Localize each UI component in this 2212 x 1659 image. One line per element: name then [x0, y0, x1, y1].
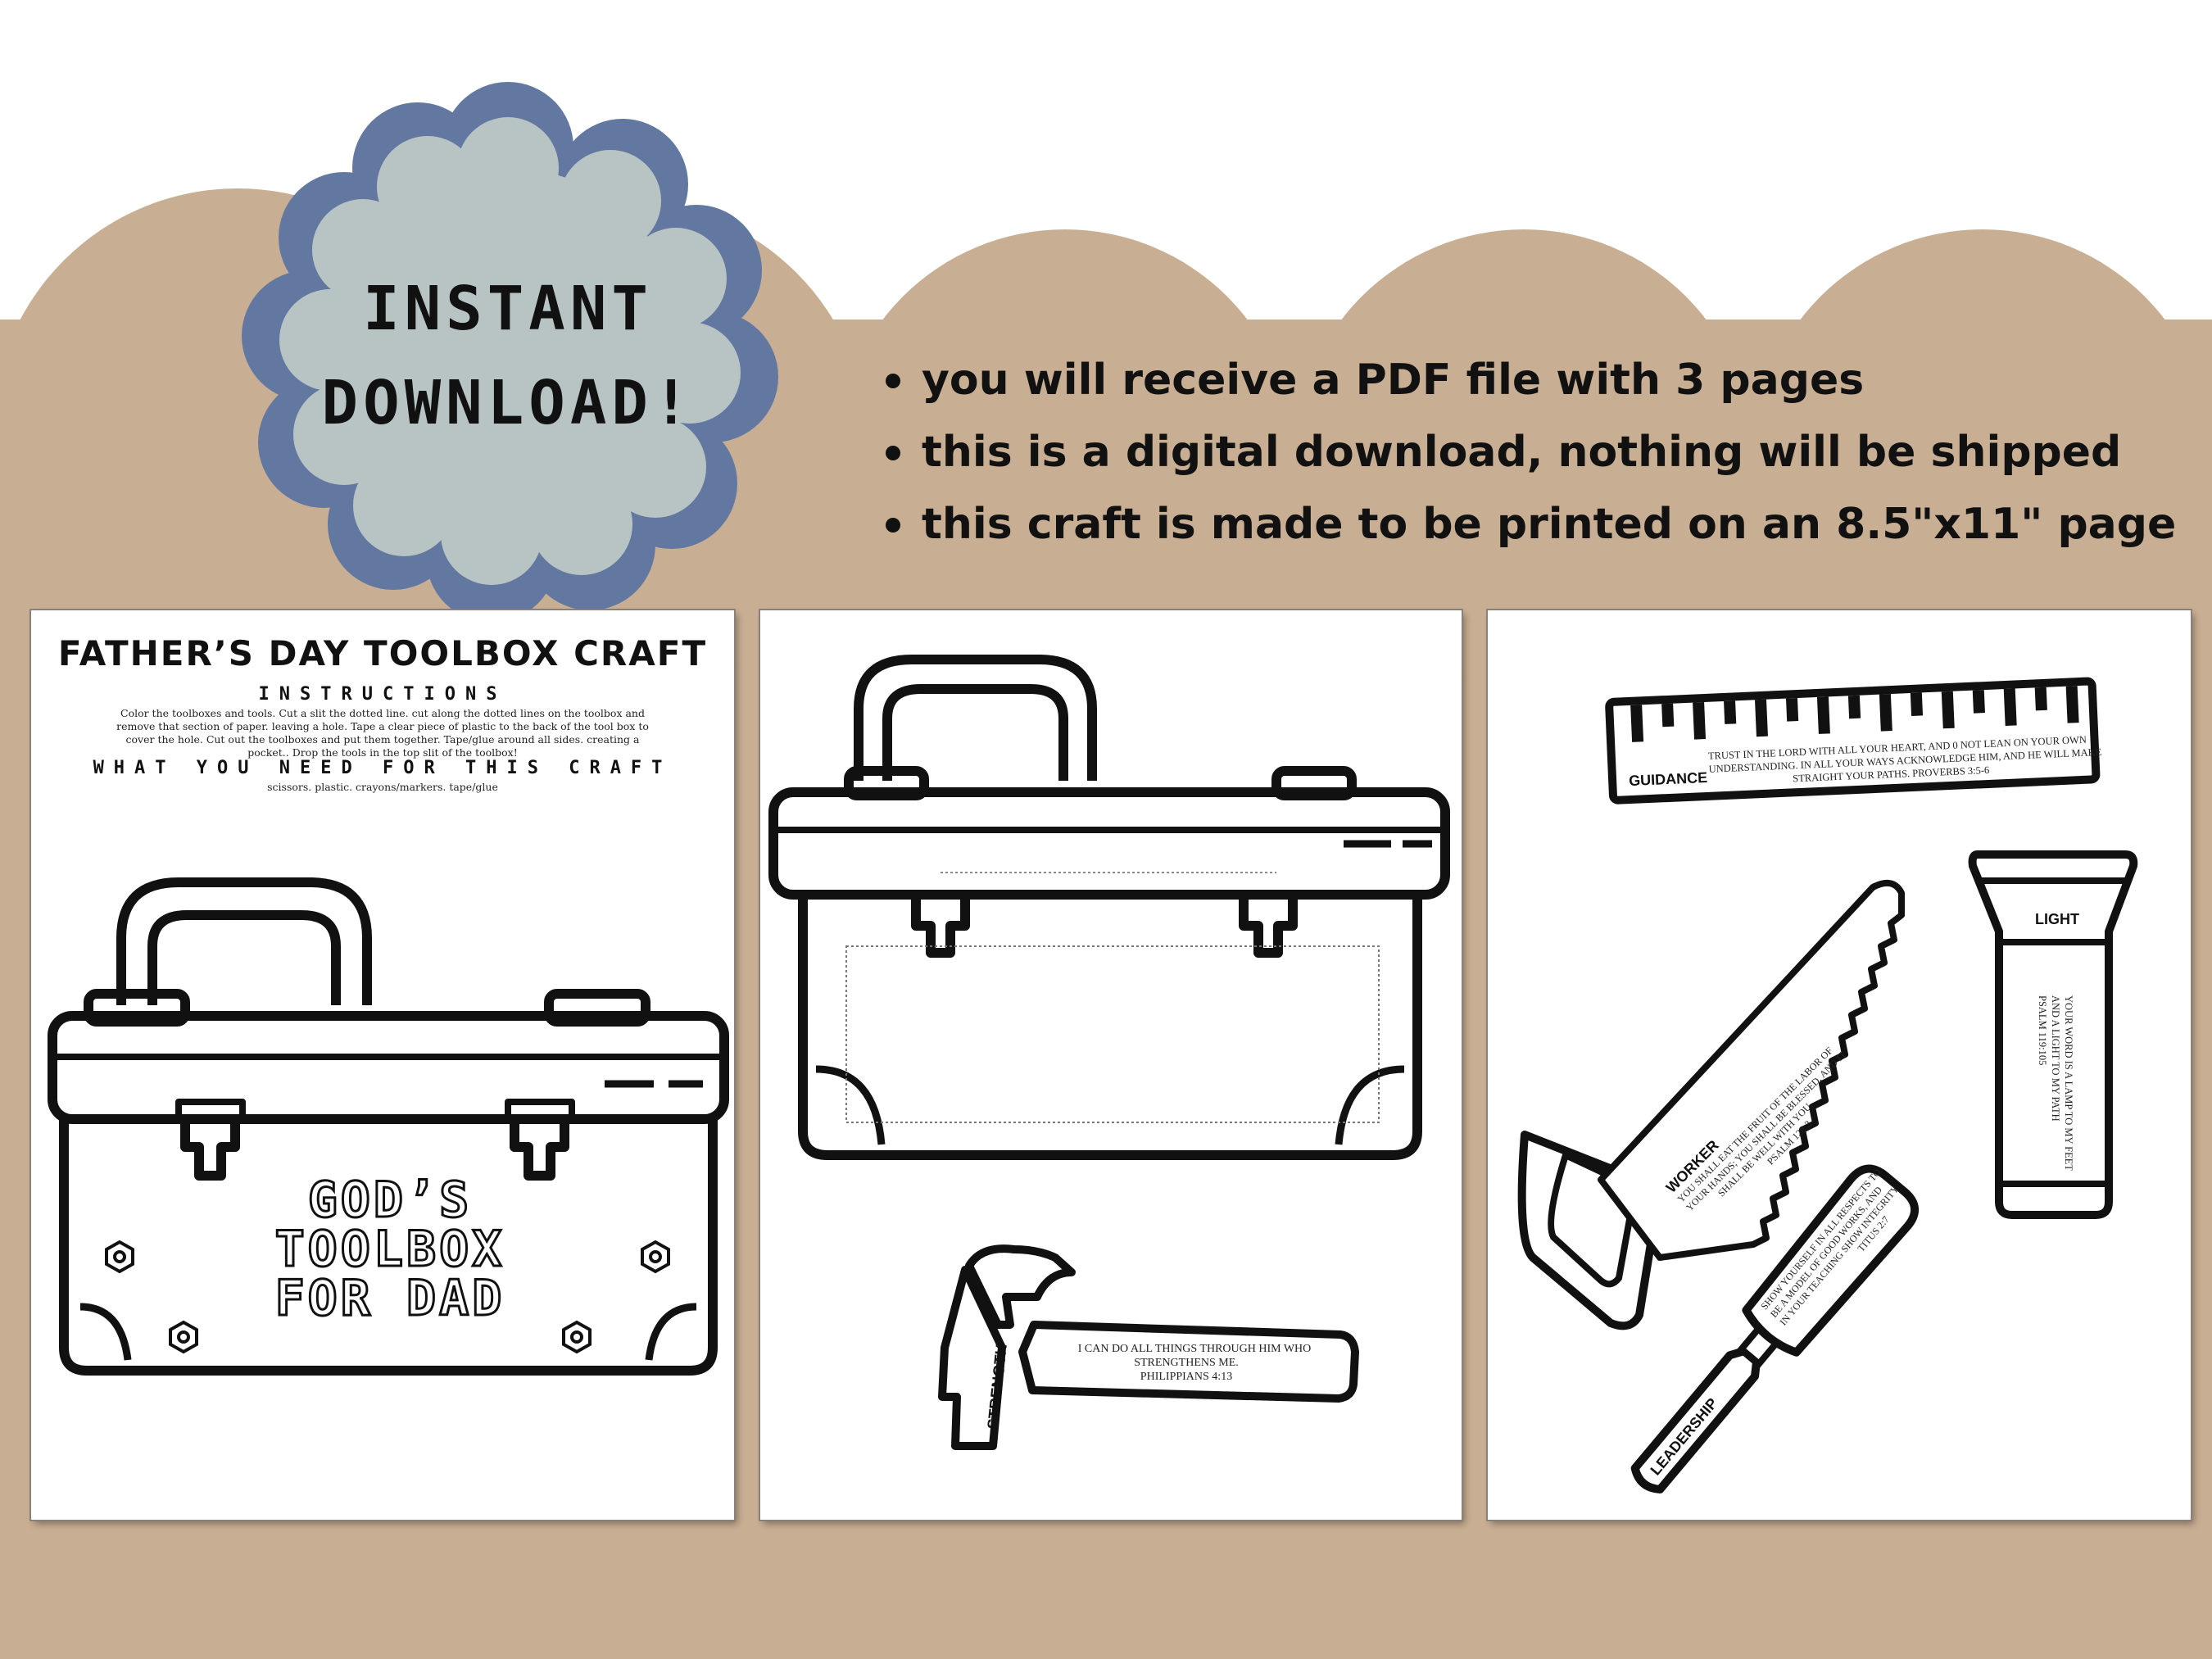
bolt-icons [105, 1240, 670, 1354]
screwdriver-drawing: LEADERSHIP SHOW YOURSELF IN ALL RESPECTS… [1630, 1164, 1920, 1494]
flashlight-verse-line: AND A LIGHT TO MY PATH [2050, 995, 2061, 1122]
needs-heading: WHAT YOU NEED FOR THIS CRAFT [93, 758, 673, 778]
hammer-verse-line: I CAN DO ALL THINGS THROUGH HIM WHO [1078, 1343, 1312, 1355]
preview-page-tools: GUIDANCE TRUST IN THE LORD WITH ALL YOUR… [1488, 610, 2191, 1520]
toolbox-text-line: GOD’S [308, 1172, 473, 1229]
ruler-drawing: GUIDANCE TRUST IN THE LORD WITH ALL YOUR… [1605, 677, 2102, 805]
instructions-text: Color the toolboxes and tools. Cut a sli… [116, 707, 649, 759]
instructions-heading: INSTRUCTIONS [258, 684, 507, 705]
hammer-drawing: STRENGTH I CAN DO ALL THINGS THROUGH HIM… [938, 1244, 1359, 1450]
hammer-verse-line: STRENGTHENS ME. [1134, 1357, 1239, 1369]
badge-line-2: DOWNLOAD! [321, 368, 695, 438]
feature-item: you will receive a PDF file with 3 pages [881, 344, 2176, 416]
ruler-label: GUIDANCE [1629, 769, 1708, 789]
page-title: FATHER’S DAY TOOLBOX CRAFT [57, 633, 708, 673]
instant-download-badge: INSTANT DOWNLOAD! [270, 262, 746, 451]
feature-item: this craft is made to be printed on an 8… [881, 488, 2176, 560]
flashlight-verse-line: PSALM 119:105 [2037, 995, 2048, 1065]
cut-window-outline [845, 945, 1380, 1123]
badge-line-1: INSTANT [363, 274, 653, 344]
feature-list: you will receive a PDF file with 3 pages… [881, 344, 2176, 560]
flashlight-verse-line: YOUR WORD IS A LAMP TO MY FEET [2063, 995, 2074, 1171]
tools-drawing: GUIDANCE TRUST IN THE LORD WITH ALL YOUR… [1517, 677, 2138, 1494]
badge-scallop [242, 82, 778, 623]
toolbox-text-line: FOR DAD [275, 1270, 505, 1327]
toolbox-back-drawing: STRENGTH I CAN DO ALL THINGS THROUGH HIM… [768, 655, 1450, 1450]
toolbox-text-line: TOOLBOX [275, 1221, 505, 1278]
toolbox-front-drawing: GOD’S TOOLBOX FOR DAD [48, 877, 729, 1376]
preview-page-instructions: FATHER’S DAY TOOLBOX CRAFT INSTRUCTIONS … [31, 610, 734, 1520]
needs-text: scissors. plastic. crayons/markers. tape… [267, 781, 498, 793]
feature-item: this is a digital download, nothing will… [881, 416, 2176, 488]
preview-page-toolbox: STRENGTH I CAN DO ALL THINGS THROUGH HIM… [760, 610, 1462, 1520]
hammer-verse-line: PHILIPPIANS 4:13 [1140, 1371, 1232, 1383]
flashlight-drawing: LIGHT YOUR WORD IS A LAMP TO MY FEET AND… [1968, 850, 2138, 1219]
flashlight-label: LIGHT [2035, 911, 2079, 927]
